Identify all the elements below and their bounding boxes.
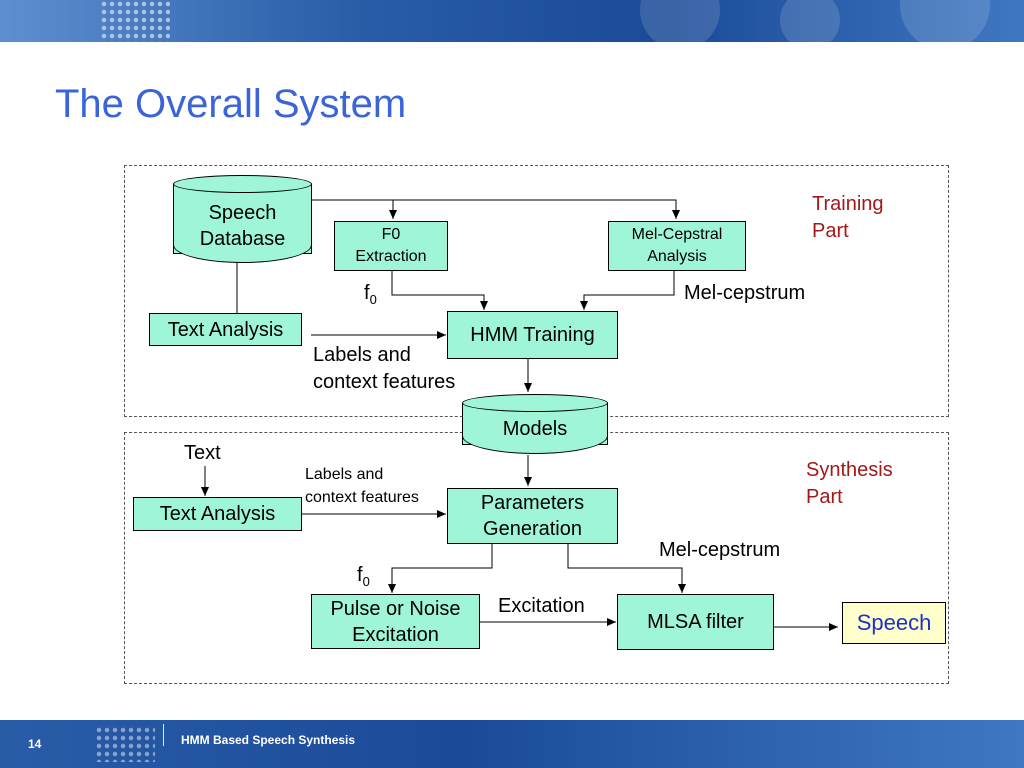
footer-separator — [163, 724, 164, 746]
synthesis-text-analysis-box: Text Analysis — [133, 497, 302, 531]
header-bubble-decoration — [780, 0, 840, 50]
connector-mcep-to-hmm — [580, 271, 675, 310]
connector-params-to-mlsa — [567, 544, 686, 593]
training-text-analysis-box: Text Analysis — [149, 313, 302, 346]
synthesis-part-label: Synthesis Part — [806, 457, 893, 511]
f0-extraction-box: F0 Extraction — [334, 221, 448, 271]
synthesis-part-label-line1: Synthesis — [806, 459, 893, 481]
hmm-training-box: HMM Training — [447, 311, 618, 359]
page-number: 14 — [28, 737, 42, 751]
mlsa-filter-box: MLSA filter — [617, 594, 774, 650]
synthesis-mel-cepstrum-label: Mel-cepstrum — [659, 539, 781, 561]
training-labels-context-line1: Labels and — [313, 344, 411, 366]
connector-db-to-f0 — [311, 199, 397, 219]
training-part-label-line1: Training — [812, 193, 884, 215]
synthesis-f0-label: f0 — [357, 564, 370, 589]
training-part-label: Training Part — [812, 191, 884, 245]
mel-cepstral-analysis-box: Mel-Cepstral Analysis — [608, 221, 746, 271]
footer-bar: 14 HMM Based Speech Synthesis — [0, 720, 1024, 768]
footer-dots-decoration — [95, 726, 155, 762]
parameters-generation-box: Parameters Generation — [447, 488, 618, 544]
footer-title: HMM Based Speech Synthesis — [181, 733, 356, 747]
speech-database-label-line2: Database — [199, 228, 286, 250]
f0-extraction-label-line1: F0 — [381, 225, 401, 243]
synthesis-labels-context-line1: Labels and — [305, 466, 384, 483]
training-mel-cepstrum-label: Mel-cepstrum — [684, 282, 806, 304]
slide-title: The Overall System — [55, 82, 407, 126]
excitation-label: Excitation — [498, 595, 585, 617]
f0-extraction-label-line2: Extraction — [355, 248, 427, 265]
training-labels-context-line2: context features — [313, 371, 456, 393]
pulse-noise-line1: Pulse or Noise — [330, 597, 461, 620]
mel-cepstral-label-line1: Mel-Cepstral — [631, 225, 723, 243]
pulse-noise-line2: Excitation — [352, 623, 439, 646]
training-labels-context-label: Labels and context features — [313, 342, 455, 396]
synthesis-text-input-label: Text — [184, 442, 221, 464]
training-f0-label: f0 — [364, 282, 377, 307]
synthesis-labels-context-line2: context features — [305, 489, 419, 507]
speech-database-label-line1: Speech — [208, 202, 277, 224]
parameters-generation-line1: Parameters — [480, 492, 585, 514]
speech-output-box: Speech — [842, 602, 946, 644]
training-part-label-line2: Part — [812, 220, 849, 242]
parameters-generation-line2: Generation — [483, 518, 582, 540]
header-bar — [0, 0, 1024, 50]
connector-f0-to-hmm — [391, 271, 488, 310]
synthesis-part-label-line2: Part — [806, 486, 843, 508]
synthesis-labels-context-label: Labels and context features — [305, 463, 419, 509]
header-dots-decoration — [100, 0, 170, 42]
connector-params-to-pulse — [388, 544, 493, 593]
mel-cepstral-label-line2: Analysis — [647, 248, 707, 265]
connector-db-to-mcep — [393, 199, 680, 219]
models-label: Models — [502, 418, 568, 440]
pulse-noise-excitation-box: Pulse or Noise Excitation — [311, 594, 480, 649]
